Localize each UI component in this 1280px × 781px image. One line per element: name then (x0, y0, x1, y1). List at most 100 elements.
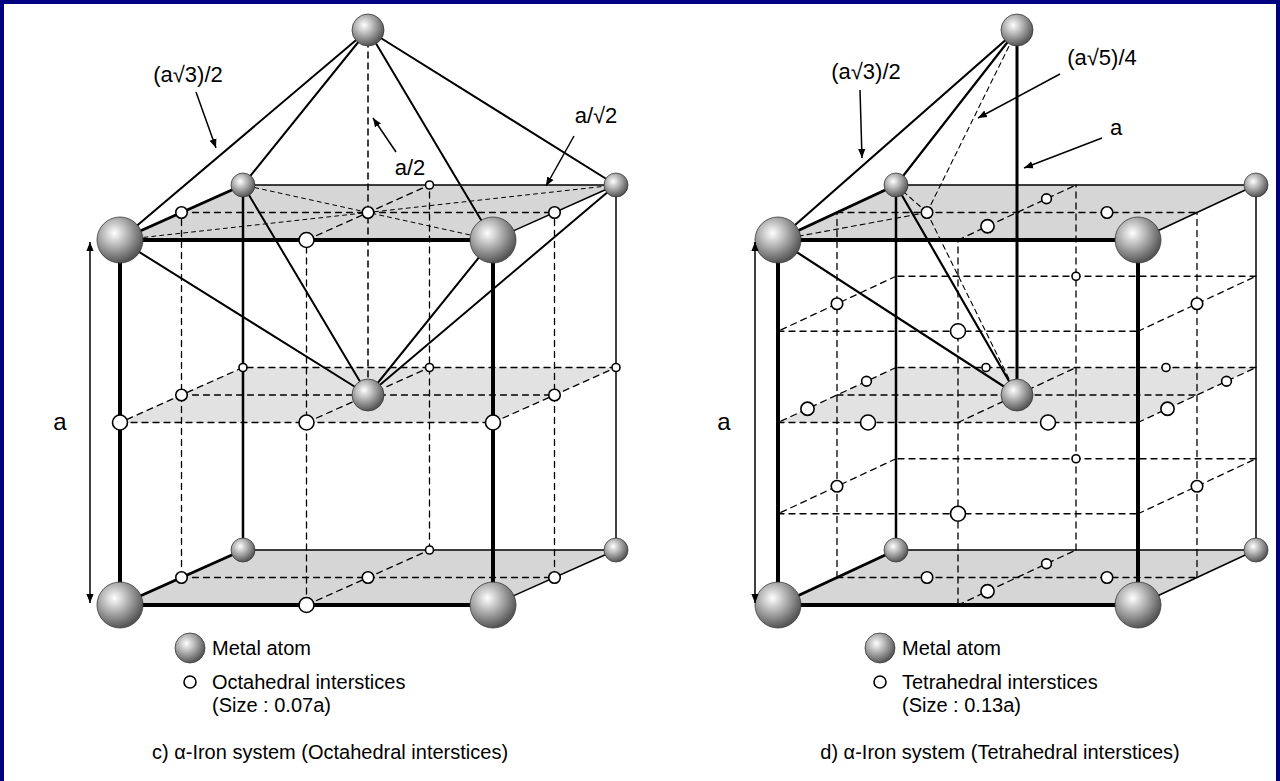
metal-atom (1244, 538, 1268, 562)
grid-line (836, 213, 837, 578)
interstice (1072, 455, 1080, 463)
label-text: a/√2 (575, 103, 618, 128)
interstice (1101, 207, 1113, 219)
octahedron-edge (368, 240, 493, 395)
interstice (831, 298, 843, 310)
metal-atom (352, 379, 384, 411)
octahedron-edge (368, 185, 616, 395)
grid-line (778, 459, 896, 514)
leader-arrow (373, 118, 396, 152)
metal-atom (884, 173, 908, 197)
label-text: (a√5)/4 (1067, 45, 1137, 70)
label-text: a (1110, 115, 1122, 140)
interstice (362, 572, 374, 584)
dimension-label: a/√2 (575, 103, 618, 129)
legend-text: Metal atom (212, 637, 311, 659)
metal-atom (470, 217, 516, 263)
leader-arrow (978, 74, 1060, 118)
leader-arrow (196, 92, 216, 148)
tetrahedron-edge (896, 185, 1017, 395)
legend-entry: Tetrahedral interstices (Size : 0.13a) (902, 671, 1142, 717)
metal-atom (755, 217, 801, 263)
interstice (426, 546, 434, 554)
interstice (1191, 481, 1203, 493)
shaded-plane (778, 550, 1256, 605)
metal-atom (1115, 582, 1161, 628)
interstice (299, 415, 314, 430)
dimension-label: (a√5)/4 (1067, 45, 1137, 71)
dimension-label: a (1110, 115, 1122, 141)
dimension-label: a (717, 408, 730, 436)
grid-line (1138, 276, 1256, 331)
interstice (1101, 572, 1113, 584)
tetrahedron-edge (778, 30, 1017, 240)
interstice (981, 220, 994, 233)
label-text: (a√3)/2 (153, 62, 223, 87)
site-link (927, 30, 1017, 213)
figure-caption: c) α-Iron system (Octahedral interstices… (152, 741, 508, 764)
interstice (801, 402, 814, 415)
interstice (113, 415, 128, 430)
interstice (426, 181, 434, 189)
legend-text: Octahedral interstices (Size : 0.07a) (212, 671, 405, 716)
cube-edge (1255, 185, 1257, 550)
interstice (1161, 402, 1174, 415)
interstice (426, 364, 434, 372)
interstice (299, 233, 314, 248)
interstice (861, 415, 876, 430)
interstice (176, 572, 188, 584)
dimension-label: a (53, 408, 66, 436)
metal-atom (175, 633, 205, 663)
interstice (1222, 376, 1232, 386)
interstice (951, 506, 966, 521)
dimension-arrow (754, 242, 756, 603)
interstice (951, 324, 966, 339)
interstice (176, 207, 188, 219)
legend-text: Tetrahedral interstices (Size : 0.13a) (902, 671, 1098, 716)
metal-atom (97, 217, 143, 263)
label-text: a (53, 408, 66, 435)
interstice (239, 364, 247, 372)
interstice (1191, 298, 1203, 310)
metal-atom (1115, 217, 1161, 263)
interstice (176, 389, 188, 401)
legend-entry: Octahedral interstices (Size : 0.07a) (212, 671, 452, 717)
interstice (981, 585, 994, 598)
interstice (982, 364, 990, 372)
cube-edge (778, 603, 1138, 607)
label-text: a/2 (395, 155, 426, 180)
tetrahedron-edge (778, 240, 1017, 395)
dimension-label: (a√3)/2 (831, 59, 901, 85)
interstice (874, 676, 886, 688)
metal-atom (604, 538, 628, 562)
interstice (1042, 194, 1052, 204)
metal-atom (231, 173, 255, 197)
metal-atom (755, 582, 801, 628)
legend-entry: Metal atom (212, 637, 452, 660)
white-panel (4, 4, 1276, 781)
interstice (1042, 559, 1052, 569)
metal-atom (604, 173, 628, 197)
metal-atom (1001, 379, 1033, 411)
interstice (299, 598, 314, 613)
cube-edge (895, 185, 898, 550)
label-text: (a√3)/2 (831, 59, 901, 84)
cube-edge (896, 549, 1256, 551)
metal-atom (352, 14, 384, 46)
tetrahedral-cell (755, 14, 1268, 628)
interstice (921, 207, 933, 219)
tetrahedron-edge (1016, 30, 1019, 395)
legend-entry: Metal atom (902, 637, 1142, 660)
octahedron-edge (243, 30, 368, 185)
interstice (1162, 364, 1170, 372)
interstice (549, 207, 561, 219)
leader-arrow (1024, 138, 1102, 168)
octahedron-edge (120, 30, 368, 240)
cube-edge (778, 238, 1138, 242)
grid-line (1138, 459, 1256, 514)
interstice (184, 676, 196, 688)
grid-line (837, 577, 1197, 578)
interstice (831, 481, 843, 493)
